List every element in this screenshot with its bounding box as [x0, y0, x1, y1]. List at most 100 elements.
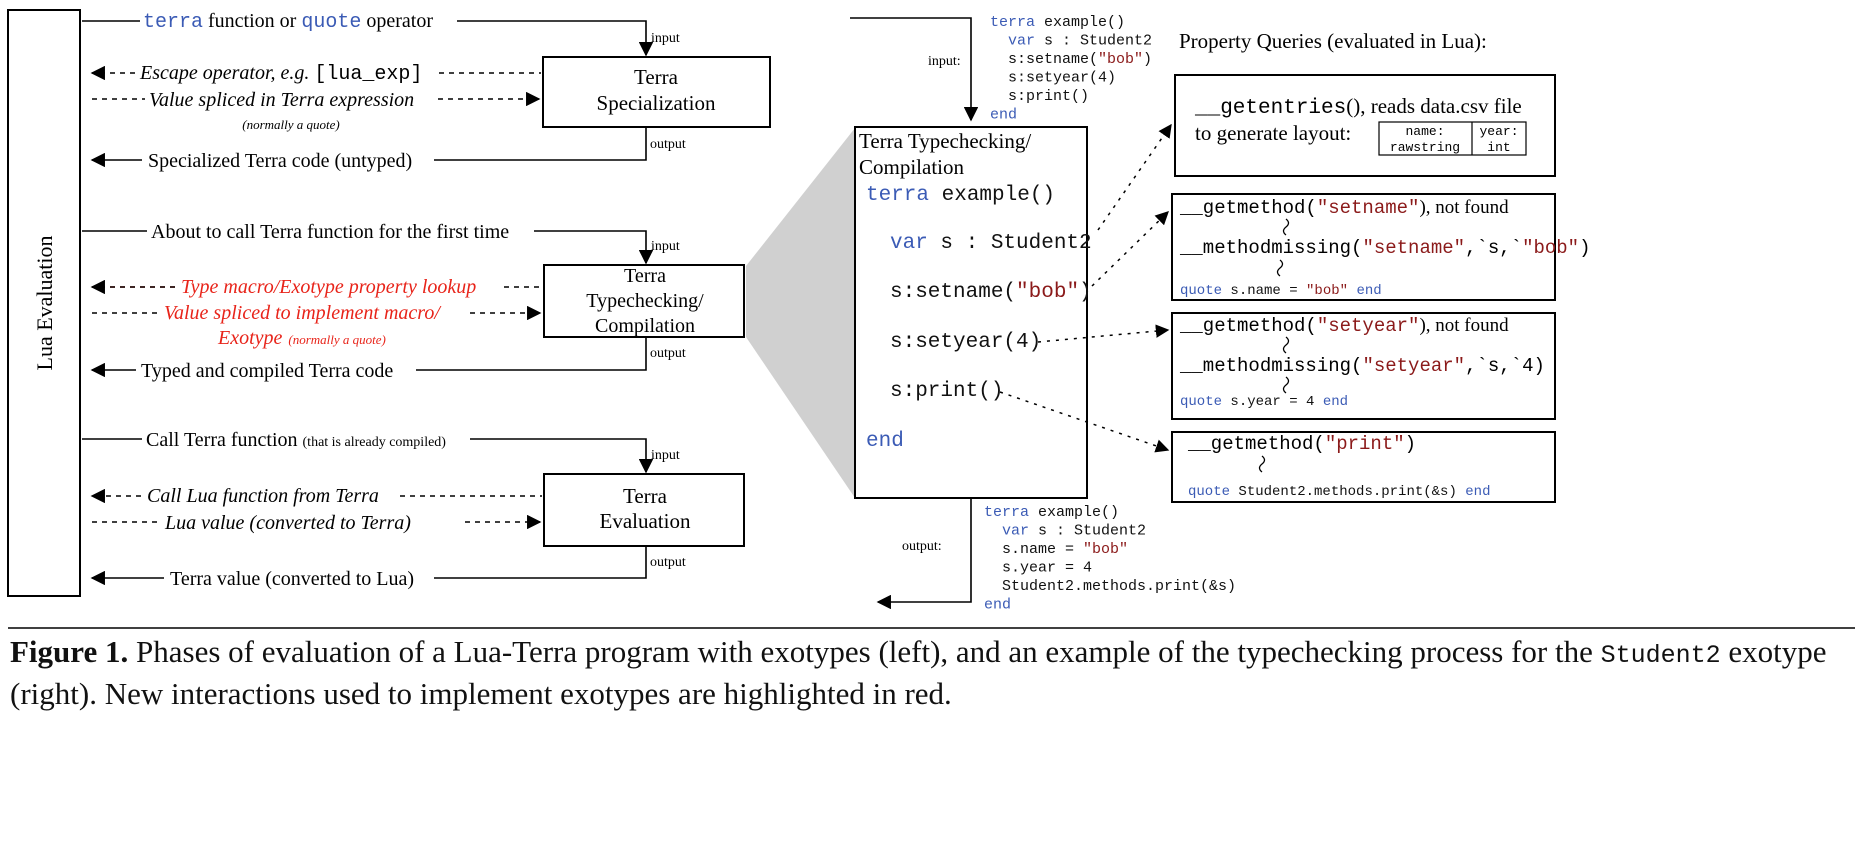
tc-spliced-label-1: Value spliced to implement macro/ — [164, 302, 442, 324]
spec-output-label: Specialized Terra code (untyped) — [148, 150, 412, 172]
q2-line1: __getmethod("setname"), not found — [1179, 197, 1509, 219]
code-token: terra — [984, 504, 1029, 521]
q1-line1: __getentries(), reads data.csv file — [1194, 94, 1522, 120]
code-line: terra example() — [984, 504, 1119, 521]
code-line: s.name = "bob" — [984, 541, 1128, 558]
layout-table — [1378, 121, 1527, 156]
code-line: s:setname("bob") — [890, 281, 1092, 304]
terra-typechecking-box — [543, 264, 745, 338]
tc-spliced-label-2: Exotype(normally a quote) — [217, 327, 386, 349]
code-token: end — [1314, 394, 1348, 410]
code-line: s.year = 4 — [984, 560, 1092, 577]
spec-box-line1: Terra — [634, 65, 679, 89]
code-line: terra example() — [866, 184, 1055, 207]
q3-squiggle-2 — [1282, 376, 1290, 394]
code-token: "bob" — [1098, 51, 1143, 68]
spec-input-text: input — [651, 31, 680, 46]
tc-call-label: About to call Terra function for the fir… — [151, 221, 509, 243]
code-token: end — [984, 597, 1011, 614]
code-line: s:setyear(4) — [890, 331, 1041, 354]
output-code-block: terra example() var s : Student2 s.name … — [984, 504, 1236, 614]
code-line: end — [984, 597, 1011, 614]
code-token: "bob" — [1016, 281, 1079, 304]
code-token: s.year = 4 — [984, 560, 1092, 577]
code-token: end — [866, 430, 904, 453]
code-token: quote — [1188, 484, 1230, 500]
q3-line2: __methodmissing("setyear",`s,`4) — [1179, 355, 1545, 377]
spec-input-label: terra function or quote operator — [143, 10, 433, 34]
spec-spliced-label: Value spliced in Terra expression — [149, 89, 414, 111]
layout-table-h1: name: — [1405, 124, 1444, 139]
tc-zoom-code: terra example() var s : Student2 s:setname… — [866, 184, 1092, 453]
code-token: Student2.methods.print(&s) — [984, 578, 1236, 595]
connector-class-to-getentries — [1097, 123, 1172, 231]
ev-luavalue-label: Lua value (converted to Terra) — [164, 512, 411, 534]
tc-output-label: Typed and compiled Terra code — [141, 360, 393, 382]
q4-line1: __getmethod("print") — [1187, 433, 1416, 455]
code-line: end — [990, 107, 1017, 124]
code-token: terra — [866, 184, 929, 207]
spec-escape-label: Escape operator, e.g. [lua_exp] — [139, 62, 422, 86]
code-token: example() — [1035, 14, 1125, 31]
right-input-label: input: — [928, 54, 961, 69]
code-line: Student2.methods.print(&s) — [984, 578, 1236, 595]
tc-box-line1: Terra — [624, 265, 666, 287]
q2-squiggle-1 — [1282, 218, 1290, 236]
code-line: quote s.name = "bob" end — [1180, 283, 1382, 299]
code-line: quote s.year = 4 end — [1180, 394, 1348, 410]
spec-output-text: output — [650, 137, 686, 152]
code-token: "bob" — [1083, 541, 1128, 558]
code-token: s : Student2 — [928, 232, 1092, 255]
code-token: s:setname( — [990, 51, 1098, 68]
spec-spliced-note: (normally a quote) — [242, 117, 339, 132]
q4-squiggle — [1258, 455, 1266, 473]
caption-label: Figure 1. — [10, 634, 129, 669]
layout-table-v1: rawstring — [1390, 140, 1460, 155]
code-token: s:setname( — [890, 281, 1016, 304]
code-token: var — [890, 232, 928, 255]
terra-evaluation-box — [543, 473, 745, 547]
lua-evaluation-label: Lua Evaluation — [32, 235, 57, 370]
code-token: quote — [1180, 283, 1222, 299]
tc-zoom-title-1: Terra Typechecking/ — [859, 129, 1031, 153]
ev-box-line1: Terra — [623, 484, 668, 508]
code-token: s : Student2 — [1029, 523, 1146, 540]
q2-line2: __methodmissing("setname",`s,`"bob") — [1179, 237, 1591, 259]
code-token: s.name = — [984, 541, 1083, 558]
code-token: ) — [1143, 51, 1152, 68]
diagram: Lua Evaluation Terra Specialization terr… — [7, 9, 1855, 629]
tc-zoom-title-2: Compilation — [859, 155, 965, 179]
ev-input-arrow — [470, 438, 654, 474]
tc-box-line3: Compilation — [595, 315, 695, 337]
ev-call-label: Call Terra function (that is already com… — [146, 429, 446, 451]
terra-specialization-box — [542, 56, 771, 128]
tc-output-text: output — [650, 346, 686, 361]
ev-input-text: input — [651, 448, 680, 463]
figure-caption: Figure 1. Phases of evaluation of a Lua-… — [10, 633, 1850, 713]
q2-squiggle-2 — [1276, 259, 1284, 277]
caption-text-2: exotype (right). New interactions used t… — [10, 634, 1827, 711]
ev-luacall-label: Call Lua function from Terra — [147, 485, 379, 507]
code-token: example() — [929, 184, 1055, 207]
q3-quote: quote s.year = 4 end — [1180, 394, 1348, 410]
code-line: s:print() — [890, 380, 1003, 403]
layout-table-h2: year: — [1479, 124, 1518, 139]
layout-table-v2: int — [1487, 140, 1510, 155]
tc-macro-label: Type macro/Exotype property lookup — [181, 276, 476, 298]
ev-output-text: output — [650, 555, 686, 570]
code-token: var — [990, 33, 1035, 50]
code-token: example() — [1029, 504, 1119, 521]
code-token: ) — [1079, 281, 1092, 304]
code-line: quote Student2.methods.print(&s) end — [1188, 484, 1490, 500]
tc-zoom-box — [854, 126, 1088, 499]
code-line: terra example() — [990, 14, 1125, 31]
code-line: s:print() — [990, 88, 1089, 105]
tc-input-arrow — [534, 230, 654, 265]
q2-quote: quote s.name = "bob" end — [1180, 283, 1382, 299]
query-setyear-box — [1171, 312, 1556, 420]
code-token: end — [990, 107, 1017, 124]
caption-code: Student2 — [1600, 641, 1721, 670]
code-token: s:setyear(4) — [990, 70, 1116, 87]
code-line: s:setyear(4) — [990, 70, 1116, 87]
ev-output-label: Terra value (converted to Lua) — [170, 568, 414, 590]
